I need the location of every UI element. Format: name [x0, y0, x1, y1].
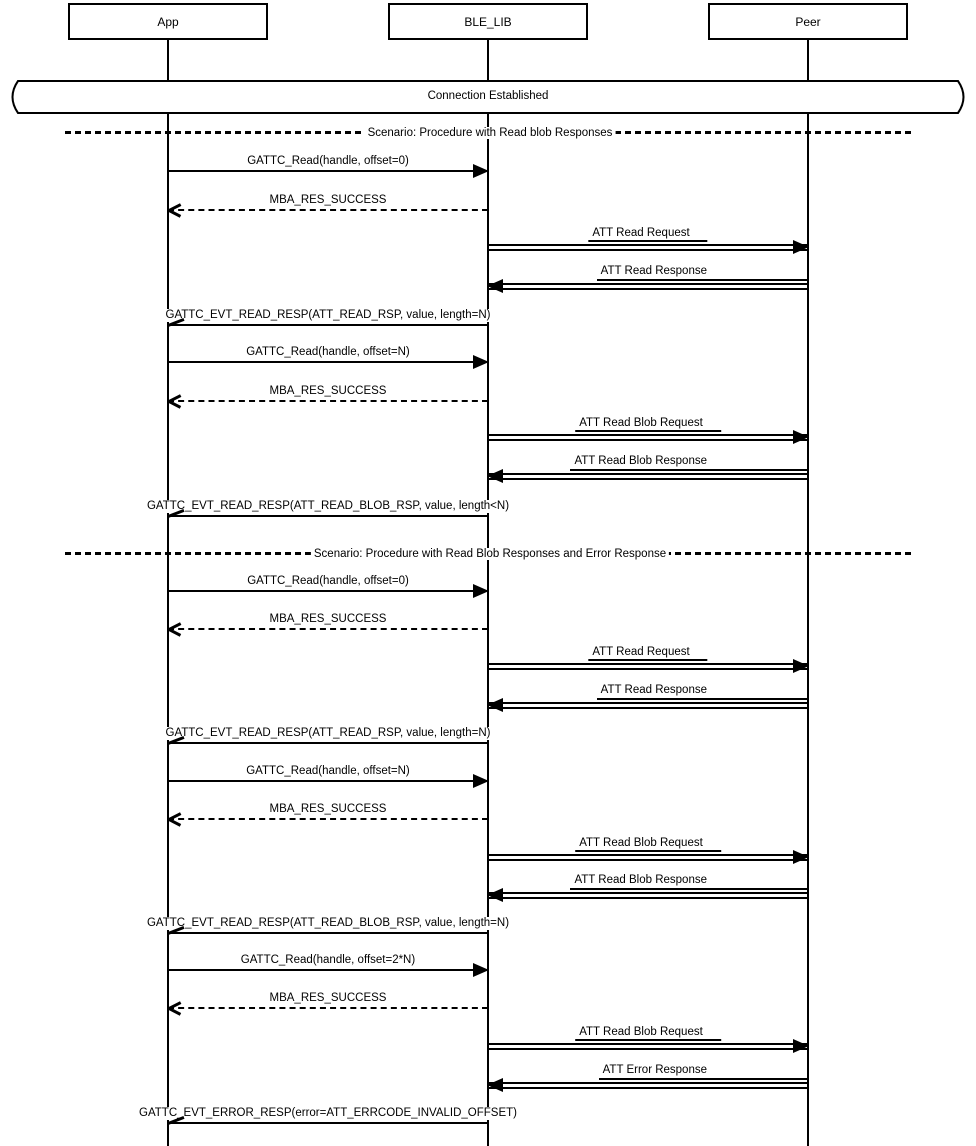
- message-label: ATT Read Response: [596, 683, 807, 700]
- message-line: [488, 473, 808, 480]
- message-label: MBA_RES_SUCCESS: [266, 802, 390, 816]
- message-line: [488, 1082, 808, 1089]
- message-line: [168, 818, 488, 820]
- message-line: [168, 1007, 488, 1009]
- message-label: ATT Read Request: [588, 226, 708, 242]
- message-line: [488, 892, 808, 899]
- filled-arrowhead-icon: [793, 1039, 809, 1053]
- message-line: [168, 1122, 488, 1124]
- message-label: GATTC_EVT_READ_RESP(ATT_READ_BLOB_RSP, v…: [143, 499, 513, 513]
- message-label: GATTC_Read(handle, offset=N): [243, 345, 413, 359]
- actor-box-ble-lib: BLE_LIB: [388, 3, 588, 40]
- filled-arrowhead-icon: [793, 850, 809, 864]
- message-line: [488, 434, 808, 441]
- message-label: ATT Read Blob Request: [575, 1025, 721, 1041]
- filled-arrowhead-icon: [473, 963, 489, 977]
- message-label: ATT Error Response: [598, 1063, 807, 1080]
- filled-arrowhead-icon: [487, 469, 503, 483]
- message-line: [168, 932, 488, 934]
- actor-label: Peer: [795, 14, 821, 29]
- message-label: MBA_RES_SUCCESS: [266, 991, 390, 1005]
- filled-arrowhead-icon: [473, 355, 489, 369]
- scenario-divider-label: Scenario: Procedure with Read blob Respo…: [364, 126, 616, 139]
- message-line: [168, 361, 488, 363]
- message-line: [488, 244, 808, 251]
- message-label: GATTC_EVT_READ_RESP(ATT_READ_RSP, value,…: [162, 726, 494, 740]
- filled-arrowhead-icon: [793, 240, 809, 254]
- message-line: [168, 515, 488, 517]
- actor-box-app: App: [68, 3, 268, 40]
- message-line: [168, 170, 488, 172]
- connection-banner-label: Connection Established: [427, 90, 549, 102]
- message-label: GATTC_Read(handle, offset=0): [244, 154, 412, 168]
- scenario-divider-label: Scenario: Procedure with Read Blob Respo…: [310, 547, 670, 560]
- message-label: MBA_RES_SUCCESS: [266, 612, 390, 626]
- lifeline-app: [167, 40, 169, 1146]
- filled-arrowhead-icon: [473, 774, 489, 788]
- message-line: [488, 663, 808, 670]
- message-line: [168, 780, 488, 782]
- message-label: GATTC_EVT_ERROR_RESP(error=ATT_ERRCODE_I…: [136, 1106, 520, 1120]
- filled-arrowhead-icon: [473, 164, 489, 178]
- message-line: [168, 324, 488, 326]
- message-label: GATTC_Read(handle, offset=2*N): [237, 953, 419, 967]
- message-label: ATT Read Blob Response: [570, 454, 807, 471]
- message-label: MBA_RES_SUCCESS: [266, 193, 390, 207]
- message-label: GATTC_EVT_READ_RESP(ATT_READ_RSP, value,…: [162, 308, 494, 322]
- filled-arrowhead-icon: [473, 584, 489, 598]
- filled-arrowhead-icon: [487, 698, 503, 712]
- message-label: ATT Read Blob Request: [575, 836, 721, 852]
- message-line: [488, 854, 808, 861]
- message-line: [488, 1043, 808, 1050]
- message-label: MBA_RES_SUCCESS: [266, 384, 390, 398]
- message-line: [168, 209, 488, 211]
- message-label: ATT Read Blob Response: [570, 873, 807, 890]
- message-label: GATTC_EVT_READ_RESP(ATT_READ_BLOB_RSP, v…: [143, 916, 513, 930]
- message-line: [488, 283, 808, 290]
- message-line: [168, 628, 488, 630]
- lifeline-peer: [807, 40, 809, 1146]
- message-line: [168, 400, 488, 402]
- message-line: [168, 969, 488, 971]
- actor-label: BLE_LIB: [464, 14, 512, 29]
- message-line: [488, 702, 808, 709]
- filled-arrowhead-icon: [793, 659, 809, 673]
- message-label: GATTC_Read(handle, offset=0): [244, 574, 412, 588]
- filled-arrowhead-icon: [487, 1078, 503, 1092]
- message-label: ATT Read Request: [588, 645, 708, 661]
- message-label: GATTC_Read(handle, offset=N): [243, 764, 413, 778]
- filled-arrowhead-icon: [487, 888, 503, 902]
- message-label: ATT Read Blob Request: [575, 416, 721, 432]
- message-line: [168, 742, 488, 744]
- message-label: ATT Read Response: [596, 264, 807, 281]
- actor-box-peer: Peer: [708, 3, 908, 40]
- scenario-divider-2: Scenario: Procedure with Read Blob Respo…: [65, 547, 915, 560]
- filled-arrowhead-icon: [487, 279, 503, 293]
- scenario-divider-1: Scenario: Procedure with Read blob Respo…: [65, 126, 915, 139]
- filled-arrowhead-icon: [793, 430, 809, 444]
- actor-label: App: [157, 14, 179, 29]
- connection-banner: [11, 80, 965, 114]
- message-line: [168, 590, 488, 592]
